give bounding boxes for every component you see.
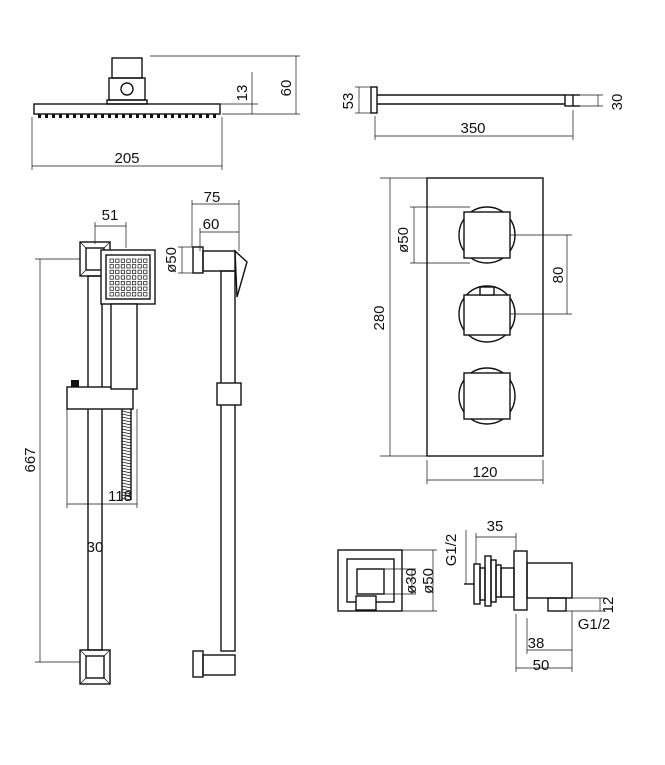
outlet-inner-dia-label: ø30: [403, 568, 420, 594]
handset-dia-label: ø50: [163, 247, 180, 273]
handset-nozzle-grid: [109, 258, 148, 297]
arm-length-label: 350: [460, 120, 485, 137]
outlet-outer-dia-label: ø50: [420, 568, 437, 594]
outlet-thread-top-label: G1/2: [443, 534, 460, 567]
valve-height-label: 280: [371, 305, 388, 330]
slide-rail-front-drawing: [35, 222, 156, 685]
outlet-thread-bottom-label: G1/2: [578, 616, 611, 633]
valve-spacing-label: 80: [550, 267, 567, 284]
rail-height-label: 667: [22, 447, 39, 472]
head-width-label: 205: [114, 150, 139, 167]
outlet-len-a-label: 38: [528, 635, 545, 652]
arm-height-label: 53: [340, 93, 357, 110]
valve-plate-drawing: [380, 177, 572, 484]
wall-outlet-front-drawing: [337, 549, 437, 612]
head-height-label: 60: [278, 80, 295, 97]
valve-handle-top: [458, 206, 516, 264]
bar-width-label: 30: [87, 539, 104, 556]
arm-depth-label: 30: [609, 94, 626, 111]
valve-width-label: 120: [472, 464, 497, 481]
outlet-tail-label: 12: [600, 597, 617, 614]
valve-handle-middle: [458, 285, 516, 343]
shower-arm-drawing: [355, 86, 603, 140]
handset-offset-label: 118: [108, 488, 132, 505]
head-plate-label: 13: [234, 85, 251, 102]
wall-outlet-side-drawing: [464, 530, 605, 672]
shower-head-drawing: [31, 55, 300, 170]
outlet-depth-label: 35: [487, 518, 504, 535]
head-nozzles: [38, 114, 216, 118]
hose-coil: [121, 410, 132, 501]
outlet-len-b-label: 50: [533, 657, 550, 674]
holder-width-label: 51: [102, 207, 119, 224]
side-depth-inner-label: 60: [203, 216, 220, 233]
slide-rail-side-drawing: [178, 200, 248, 678]
valve-handle-bottom: [458, 367, 516, 425]
side-depth-outer-label: 75: [204, 189, 221, 206]
valve-handle-dia-label: ø50: [395, 227, 412, 253]
